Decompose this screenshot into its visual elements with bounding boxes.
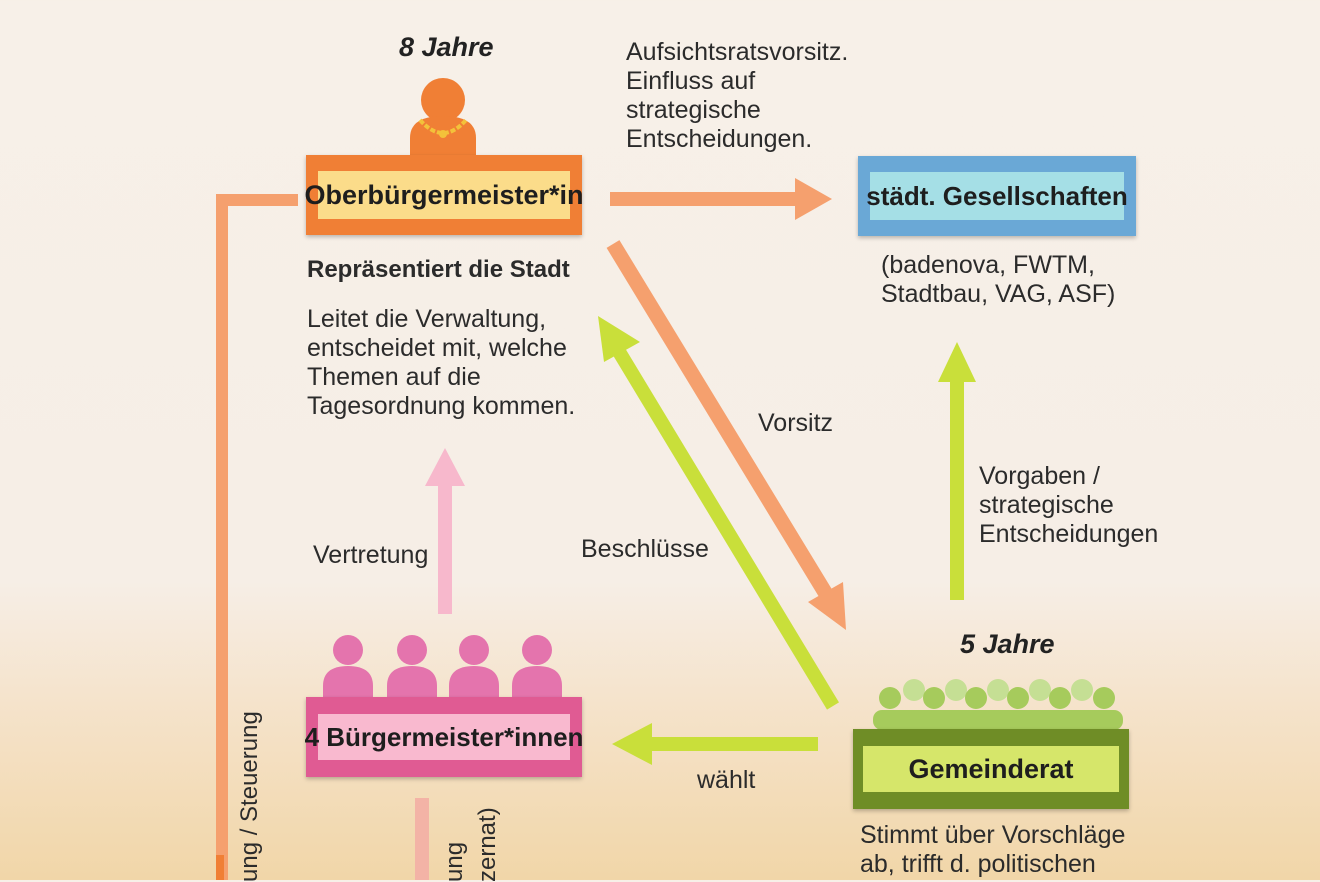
left-control-line [216, 194, 298, 880]
mayor-description-2: entscheidet mit, welche [307, 334, 567, 362]
chair-label: Vorsitz [758, 409, 834, 437]
companies-box: städt. Gesellschaften [858, 156, 1136, 236]
deputies-title: 4 Bürgermeister*innen [305, 714, 583, 760]
arrow-mayor-to-companies [610, 178, 832, 220]
representation-label: Vertretung [313, 541, 429, 569]
bottom-vertical-label-1: ung [441, 841, 468, 882]
arrow-mayor-to-council [606, 240, 846, 630]
guidelines-label-2: strategische [979, 491, 1114, 519]
council-title: Gemeinderat [863, 746, 1119, 792]
mayor-description-3: Themen auf die [307, 363, 481, 391]
supervisory-label-4: Entscheidungen. [626, 125, 813, 153]
arrow-council-to-companies [938, 342, 976, 600]
bottom-vertical-label-2: zernat) [474, 807, 501, 882]
elects-label: wählt [697, 766, 756, 794]
supervisory-label-3: strategische [626, 96, 761, 124]
mayor-box: Oberbürgermeister*in [304, 155, 584, 235]
guidelines-label-1: Vorgaben / [979, 462, 1100, 490]
left-vertical-label: ung / Steuerung [236, 711, 263, 882]
mayor-description-4: Tagesordnung kommen. [307, 392, 576, 420]
arrow-council-to-mayor [598, 316, 839, 710]
mayor-figure-icon [410, 78, 476, 156]
deputies-figures-icon [323, 635, 562, 697]
council-figures-icon [873, 679, 1123, 730]
deputies-box: 4 Bürgermeister*innen [305, 697, 583, 777]
companies-title: städt. Gesellschaften [866, 172, 1128, 220]
companies-list-1: (badenova, FWTM, [881, 251, 1095, 279]
council-description-2: ab, trifft d. politischen [860, 850, 1096, 878]
supervisory-label-2: Einfluss auf [626, 67, 756, 95]
council-description-1: Stimmt über Vorschläge [860, 821, 1126, 849]
supervisory-label-1: Aufsichtsratsvorsitz. [626, 38, 849, 66]
guidelines-label-3: Entscheidungen [979, 520, 1159, 548]
deputies-bottom-line [415, 798, 429, 880]
mayor-description-1: Leitet die Verwaltung, [307, 305, 547, 333]
arrow-deputies-to-mayor [425, 448, 465, 614]
companies-list-2: Stadtbau, VAG, ASF) [881, 280, 1116, 308]
mayor-term-label: 8 Jahre [399, 32, 494, 62]
council-term-label: 5 Jahre [960, 629, 1055, 659]
mayor-subtitle: Repräsentiert die Stadt [307, 256, 570, 283]
arrow-council-to-deputies [612, 723, 818, 765]
resolutions-label: Beschlüsse [581, 535, 709, 563]
mayor-title: Oberbürgermeister*in [304, 171, 584, 219]
council-box: Gemeinderat [853, 729, 1129, 809]
